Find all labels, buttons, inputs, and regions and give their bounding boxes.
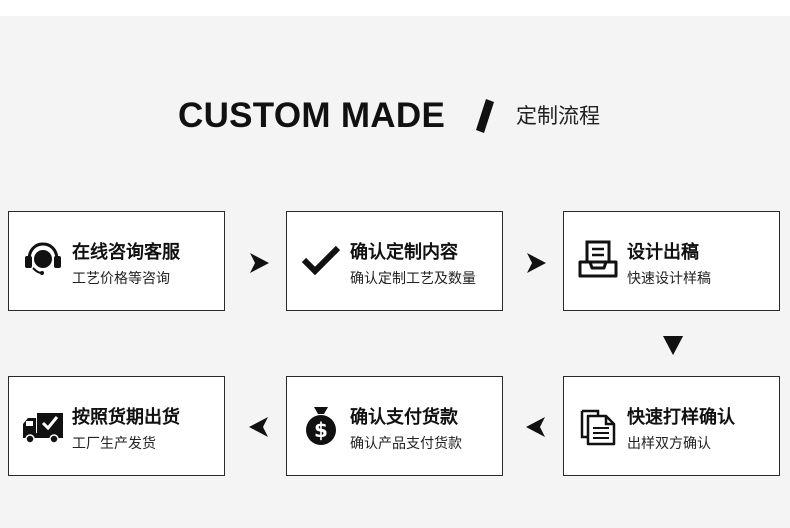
headset-icon [25, 242, 61, 275]
arrow-left-icon [249, 417, 268, 437]
step-subtitle: 工厂生产发货 [72, 436, 156, 452]
step-title: 快速打样确认 [627, 407, 735, 428]
step-title: 确认支付货款 [350, 407, 458, 428]
title-english: CUSTOM MADE [178, 96, 446, 135]
step-card-sampling: 快速打样确认 出样双方确认 [563, 376, 780, 476]
documents-icon [580, 409, 616, 446]
title-chinese: 定制流程 [516, 104, 600, 128]
step-subtitle: 快速设计样稿 [627, 271, 711, 287]
step-subtitle: 确认产品支付货款 [350, 436, 462, 452]
step-title: 按照货期出货 [72, 407, 180, 428]
money-bag-icon: $ [306, 407, 336, 445]
step-subtitle: 确认定制工艺及数量 [350, 271, 476, 287]
slash-divider-icon [476, 99, 494, 133]
inbox-tray-icon [578, 240, 618, 278]
checkmark-icon [301, 245, 341, 276]
arrow-right-icon [527, 253, 546, 273]
page-header: CUSTOM MADE 定制流程 [0, 94, 790, 138]
arrow-down-icon [663, 336, 683, 355]
step-card-design: 设计出稿 快速设计样稿 [563, 211, 780, 311]
step-card-confirm-content: 确认定制内容 确认定制工艺及数量 [286, 211, 503, 311]
step-title: 确认定制内容 [350, 242, 458, 263]
delivery-truck-icon [23, 413, 63, 444]
step-subtitle: 出样双方确认 [627, 436, 711, 452]
step-card-shipping: 按照货期出货 工厂生产发货 [8, 376, 225, 476]
arrow-left-icon [526, 417, 545, 437]
step-card-payment: $ 确认支付货款 确认产品支付货款 [286, 376, 503, 476]
arrow-right-icon [250, 253, 269, 273]
step-subtitle: 工艺价格等咨询 [72, 271, 170, 287]
step-title: 在线咨询客服 [72, 242, 180, 263]
step-title: 设计出稿 [627, 242, 699, 263]
svg-text:$: $ [314, 418, 328, 442]
step-card-consult: 在线咨询客服 工艺价格等咨询 [8, 211, 225, 311]
